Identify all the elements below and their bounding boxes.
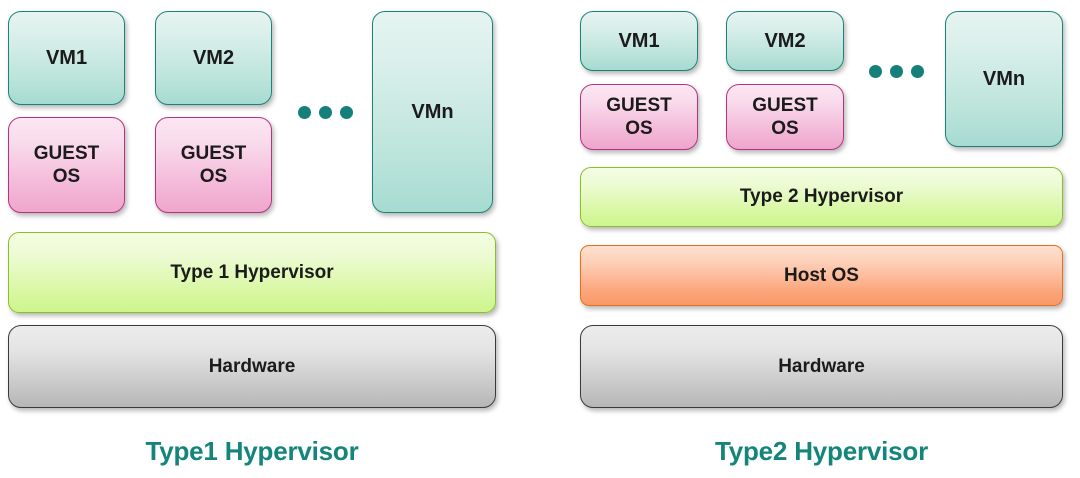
- left-vm2-label: VM2: [192, 46, 235, 69]
- right-hypervisor-bar: Type 2 Hypervisor: [580, 167, 1063, 227]
- right-hardware-label: Hardware: [778, 355, 865, 377]
- left-guest-os-1-box: GUEST OS: [8, 117, 125, 213]
- right-ellipsis-icon: [869, 65, 924, 78]
- right-hostos-label: Host OS: [784, 264, 859, 286]
- left-panel-caption: Type1 Hypervisor: [145, 436, 359, 466]
- left-guest-os-2-label: GUEST OS: [180, 142, 247, 187]
- right-vm2-box: VM2: [726, 11, 844, 71]
- left-vm2-box: VM2: [155, 11, 272, 105]
- left-vm1-label: VM1: [45, 46, 88, 69]
- left-hypervisor-bar: Type 1 Hypervisor: [8, 232, 496, 313]
- right-hostos-bar: Host OS: [580, 245, 1063, 306]
- left-vm1-box: VM1: [8, 11, 125, 105]
- right-vm1-label: VM1: [618, 29, 660, 52]
- left-vmn-label: VMn: [411, 100, 454, 123]
- left-vmn-box: VMn: [372, 11, 493, 213]
- right-guest-os-1-box: GUEST OS: [580, 84, 698, 150]
- right-vm2-label: VM2: [764, 29, 806, 52]
- left-hardware-label: Hardware: [208, 355, 296, 377]
- left-guest-os-1-label: GUEST OS: [33, 142, 100, 187]
- right-vm1-box: VM1: [580, 11, 698, 71]
- right-guest-os-2-label: GUEST OS: [752, 94, 818, 139]
- right-guest-os-1-label: GUEST OS: [606, 94, 672, 139]
- right-vmn-box: VMn: [945, 11, 1063, 147]
- left-ellipsis-icon: [298, 106, 353, 119]
- right-panel-caption: Type2 Hypervisor: [714, 436, 929, 466]
- left-hardware-bar: Hardware: [8, 325, 496, 408]
- left-hypervisor-label: Type 1 Hypervisor: [170, 261, 334, 283]
- right-guest-os-2-box: GUEST OS: [726, 84, 844, 150]
- right-hardware-bar: Hardware: [580, 325, 1063, 408]
- right-vmn-label: VMn: [982, 67, 1026, 90]
- right-hypervisor-label: Type 2 Hypervisor: [739, 186, 904, 208]
- left-guest-os-2-box: GUEST OS: [155, 117, 272, 213]
